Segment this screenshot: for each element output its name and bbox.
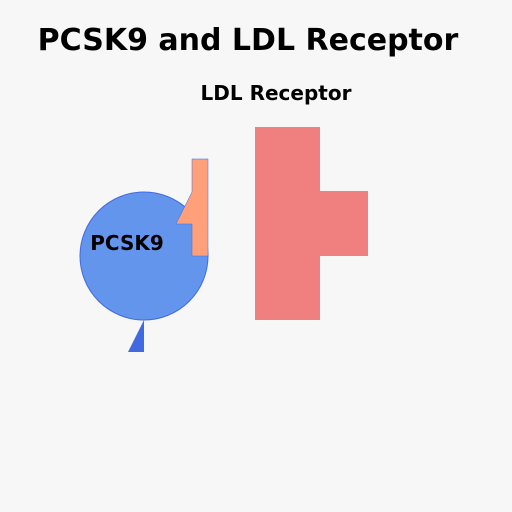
pcsk9-binding-domain	[175, 158, 209, 257]
diagram-title: PCSK9 and LDL Receptor	[38, 23, 459, 58]
ldl-receptor-shape	[255, 127, 368, 320]
ldl-receptor-label: LDL Receptor	[201, 81, 352, 105]
pcsk9-label: PCSK9	[90, 231, 164, 255]
pcsk9-tail	[128, 320, 144, 352]
